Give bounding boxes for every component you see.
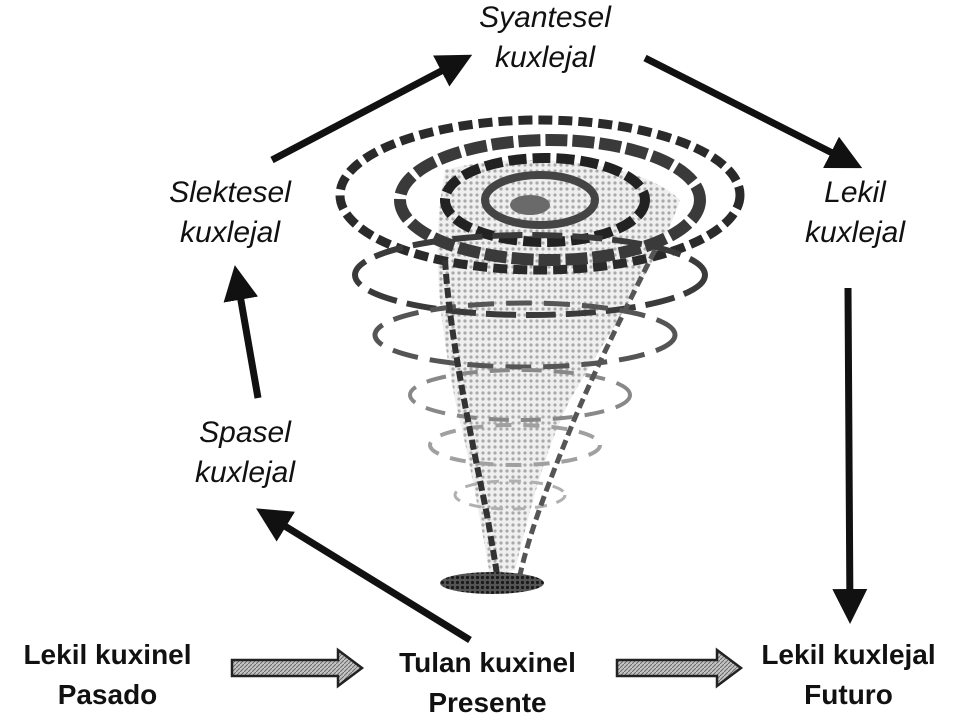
tornado-icon bbox=[340, 120, 740, 594]
node-lekil: Lekil kuxlejal bbox=[770, 173, 940, 253]
arrow-spasel-to-slektesel bbox=[236, 272, 258, 398]
node-presente-line1: Tulan kuxinel bbox=[370, 643, 605, 683]
node-spasel-line2: kuxlejal bbox=[160, 453, 330, 493]
hatched-block-arrow-icon bbox=[232, 650, 362, 686]
node-lekil-line2: kuxlejal bbox=[770, 213, 940, 253]
node-futuro-line2: Futuro bbox=[741, 675, 956, 715]
node-pasado-line2: Pasado bbox=[0, 675, 215, 715]
node-spasel: Spasel kuxlejal bbox=[160, 413, 330, 493]
node-lekil-line1: Lekil bbox=[770, 173, 940, 213]
arrow-present-to-spasel bbox=[262, 512, 470, 640]
node-syantesel-line1: Syantesel bbox=[440, 0, 650, 38]
arrow-slektesel-to-syantesel bbox=[272, 58, 466, 160]
node-futuro-line1: Lekil kuxlejal bbox=[741, 635, 956, 675]
node-pasado: Lekil kuxinel Pasado bbox=[0, 635, 215, 715]
hatched-block-arrow-icon bbox=[617, 650, 741, 686]
node-slektesel-line2: kuxlejal bbox=[130, 213, 330, 253]
node-slektesel: Slektesel kuxlejal bbox=[130, 173, 330, 253]
arrow-syantesel-to-lekil bbox=[645, 58, 856, 165]
node-spasel-line1: Spasel bbox=[160, 413, 330, 453]
node-presente: Tulan kuxinel Presente bbox=[370, 643, 605, 723]
node-presente-line2: Presente bbox=[370, 683, 605, 723]
node-slektesel-line1: Slektesel bbox=[130, 173, 330, 213]
node-syantesel: Syantesel kuxlejal bbox=[440, 0, 650, 78]
arrow-lekil-to-futuro bbox=[848, 288, 850, 617]
node-syantesel-line2: kuxlejal bbox=[440, 38, 650, 78]
node-futuro: Lekil kuxlejal Futuro bbox=[741, 635, 956, 715]
node-pasado-line1: Lekil kuxinel bbox=[0, 635, 215, 675]
